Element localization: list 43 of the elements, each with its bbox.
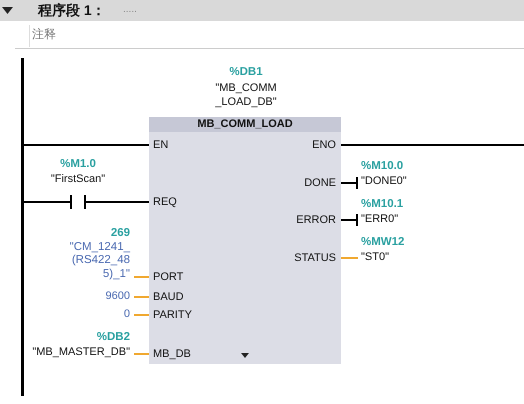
operand-label: "FirstScan" xyxy=(50,173,106,186)
operand-label: "MB_MASTER_DB" xyxy=(31,345,130,360)
address-label: 269 xyxy=(110,226,130,240)
address-label: %DB2 xyxy=(96,330,130,345)
operand-label: "ST0" xyxy=(361,250,390,265)
address-label: %DB1 xyxy=(228,66,264,80)
section-title: 程序段 1： xyxy=(38,2,106,19)
constant-value: 0 xyxy=(122,307,130,322)
connection-line xyxy=(341,257,358,259)
connection-line xyxy=(341,214,358,226)
address-label: %M10.1 xyxy=(361,197,404,212)
connection-line xyxy=(341,144,524,146)
pin-label: REQ xyxy=(149,195,209,209)
block-header: MB_COMM_LOAD xyxy=(149,117,341,132)
pin-label: BAUD xyxy=(149,290,209,304)
pin-label: ENO xyxy=(251,138,341,152)
operand-label: "DONE0" xyxy=(361,174,408,189)
connection-line xyxy=(24,201,70,203)
pin-label: PARITY xyxy=(149,308,209,322)
pin-label: DONE xyxy=(251,176,341,190)
pin-label: ERROR xyxy=(251,213,341,227)
connection-line xyxy=(86,201,149,203)
title-field: ..... xyxy=(123,3,137,17)
function-block xyxy=(149,117,341,364)
constant-value: 9600 xyxy=(104,289,130,304)
connection-line xyxy=(24,144,149,146)
connection-line xyxy=(134,276,149,278)
address-label: %M1.0 xyxy=(59,158,97,172)
address-label: %MW12 xyxy=(361,235,406,250)
connection-line xyxy=(341,177,358,189)
operand-label: "ERR0" xyxy=(361,212,400,227)
connection-line xyxy=(134,314,149,316)
connection-line xyxy=(134,296,149,298)
connection-line xyxy=(134,353,149,355)
instance-name: "MB_COMM_LOAD_DB" xyxy=(214,82,278,109)
pin-label: EN xyxy=(149,138,209,152)
contact-symbol xyxy=(70,195,86,209)
pin-label: PORT xyxy=(149,270,209,284)
constant-value: "CM_1241_(RS422_485)_1" xyxy=(68,240,130,281)
pin-label: STATUS xyxy=(251,251,341,265)
comment-text: 注释 xyxy=(32,26,56,42)
pin-label: MB_DB xyxy=(149,347,209,361)
address-label: %M10.0 xyxy=(361,159,404,174)
